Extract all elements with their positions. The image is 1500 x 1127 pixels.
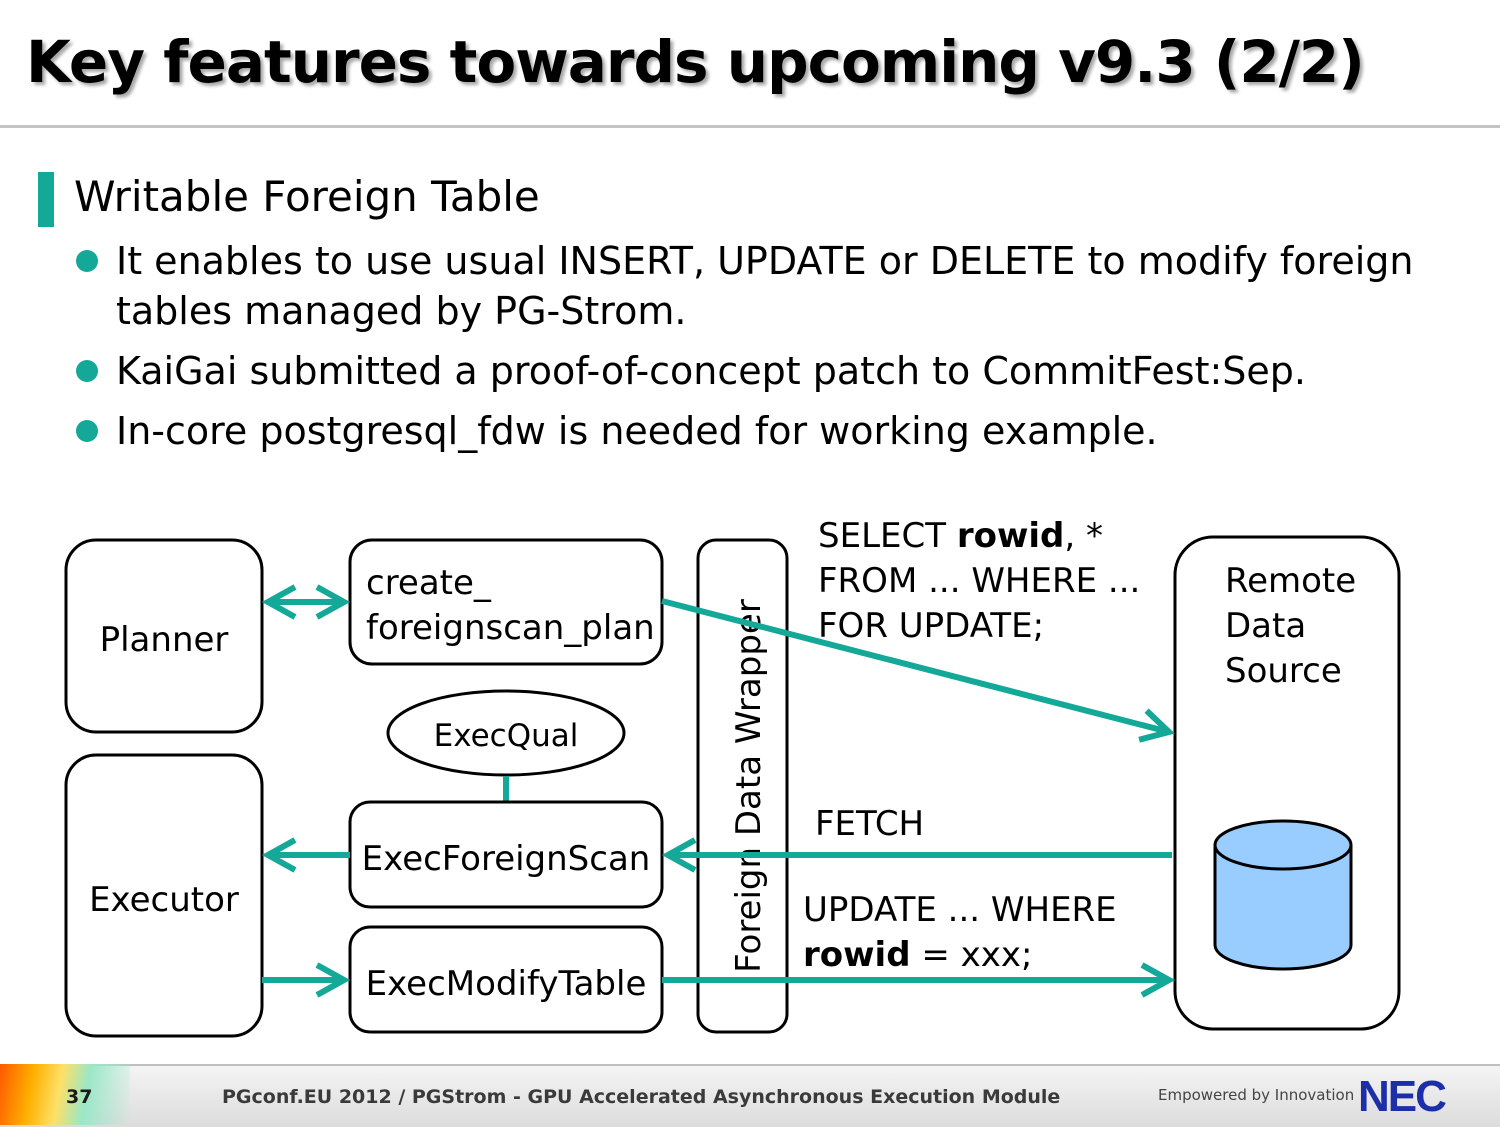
bullet-1-line-1: It enables to use usual INSERT, UPDATE o…	[116, 239, 1414, 283]
bullet-3: In-core postgresql_fdw is needed for wor…	[116, 409, 1158, 453]
execqual-label: ExecQual	[434, 718, 579, 754]
select-sql-line-1: SELECT rowid, *	[818, 516, 1103, 556]
select-rowid: rowid	[957, 516, 1065, 556]
fdw-diagram: Planner Executor create_ foreignscan_pla…	[64, 516, 1401, 1038]
remote-label-3: Source	[1225, 651, 1342, 691]
select-sql-line-3: FOR UPDATE;	[818, 606, 1044, 646]
remote-label-2: Data	[1225, 606, 1306, 646]
section-marker	[38, 172, 54, 227]
select-keyword: SELECT	[818, 516, 957, 556]
create-foreignscan-plan-label-2: foreignscan_plan	[366, 608, 655, 648]
bullet-1-line-2: tables managed by PG-Strom.	[116, 289, 687, 333]
footer-bar	[0, 1064, 1500, 1127]
executor-box	[64, 753, 264, 1038]
update-sql-line-2: rowid = xxx;	[803, 935, 1032, 975]
create-foreignscan-plan-label-1: create_	[366, 563, 492, 603]
executor-label: Executor	[89, 880, 239, 920]
bullet-dot	[76, 420, 98, 442]
fetch-label: FETCH	[815, 804, 924, 844]
remote-label-1: Remote	[1225, 561, 1356, 601]
planner-label: Planner	[100, 620, 229, 660]
page-number: 37	[66, 1086, 93, 1108]
company-tagline: Empowered by Innovation	[1158, 1086, 1355, 1104]
bullet-2: KaiGai submitted a proof-of-concept patc…	[116, 349, 1306, 393]
title-divider	[0, 125, 1500, 128]
database-icon	[1213, 819, 1353, 971]
execmodifytable-label: ExecModifyTable	[366, 964, 647, 1004]
planner-box	[64, 538, 264, 734]
footer-text: PGconf.EU 2012 / PGStrom - GPU Accelerat…	[222, 1086, 1061, 1108]
update-rest: = xxx;	[911, 935, 1033, 975]
section-heading: Writable Foreign Table	[74, 172, 540, 221]
update-sql-line-1: UPDATE ... WHERE	[803, 890, 1117, 930]
page-title: Key features towards upcoming v9.3 (2/2)	[26, 28, 1365, 96]
fdw-label: Foreign Data Wrapper	[729, 599, 769, 973]
bullet-dot	[76, 360, 98, 382]
select-star: , *	[1064, 516, 1103, 556]
execqual-ellipse	[386, 689, 626, 777]
select-sql-line-2: FROM ... WHERE ...	[818, 561, 1140, 601]
update-rowid: rowid	[803, 935, 911, 975]
select-arrow	[661, 598, 1169, 732]
execforeignscan-label: ExecForeignScan	[362, 839, 651, 879]
footer-decoration	[0, 1064, 130, 1125]
nec-logo: NEC	[1358, 1072, 1447, 1121]
fdw-box	[696, 538, 789, 1034]
bullet-dot	[76, 250, 98, 272]
